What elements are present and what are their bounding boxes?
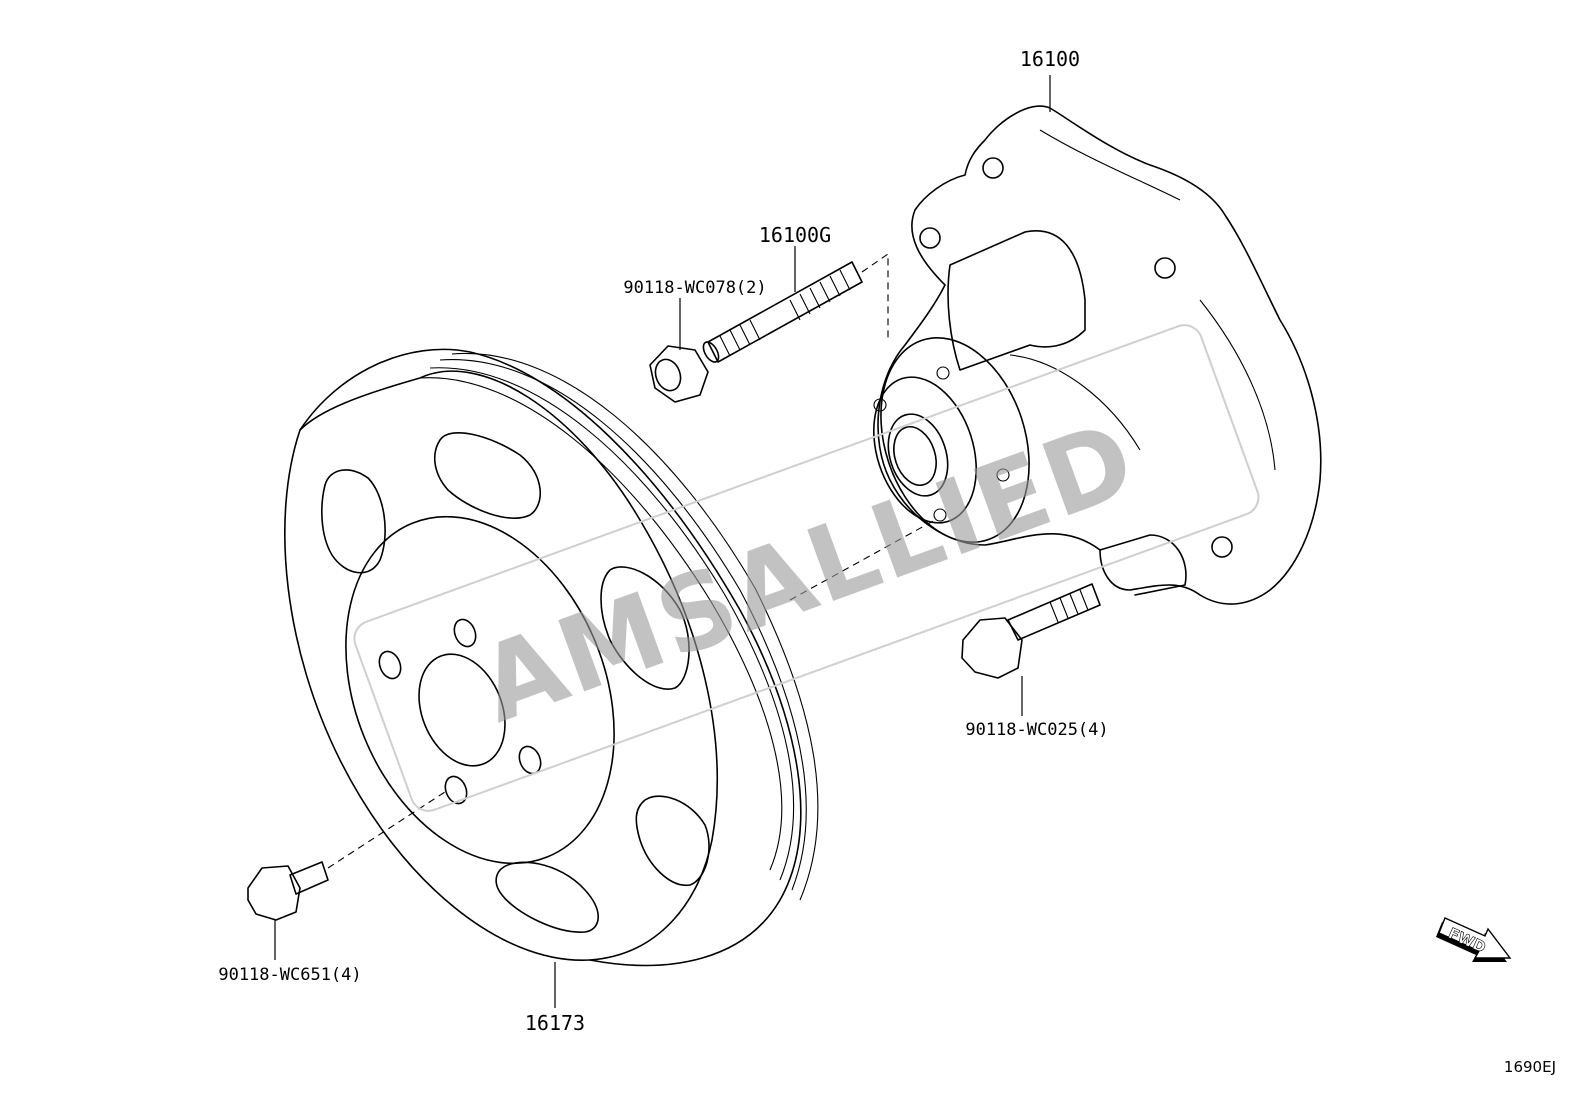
fwd-arrow-icon: FWD [1436,917,1512,962]
pulley-bolt[interactable] [247,789,449,960]
label-nut: 90118-WC078(2) [623,278,766,298]
stud[interactable] [700,246,889,365]
label-pulley-bolt: 90118-WC651(4) [218,965,361,985]
nut[interactable] [649,298,709,403]
label-pump-bolt: 90118-WC025(4) [965,720,1108,740]
label-water-pump: 16100 [1020,47,1080,71]
diagram-code: 1690EJ [1504,1058,1556,1076]
label-stud: 16100G [759,223,831,247]
label-pulley: 16173 [525,1011,585,1035]
water-pump[interactable] [856,75,1322,605]
watermark: AMSALLIED [353,324,1260,812]
pump-bolt[interactable] [961,583,1101,716]
svg-text:AMSALLIED: AMSALLIED [465,397,1151,746]
alignment-line [789,519,936,601]
